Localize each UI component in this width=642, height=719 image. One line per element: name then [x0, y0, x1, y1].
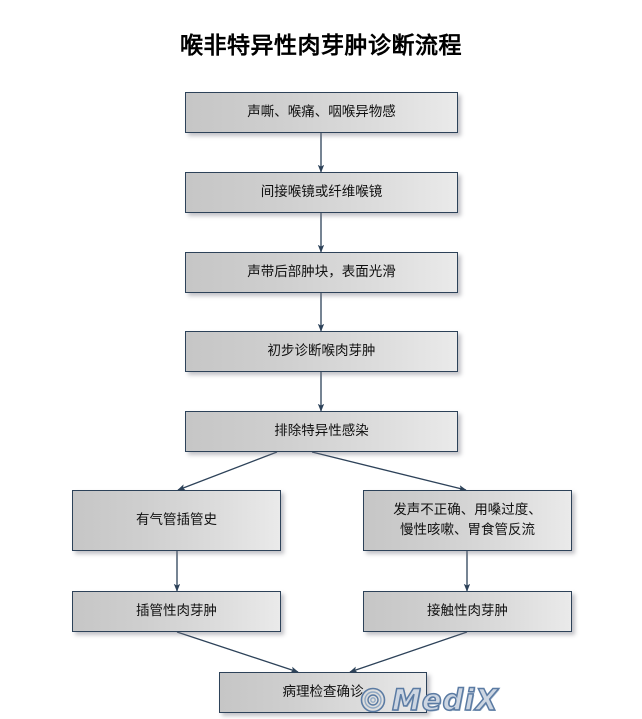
flow-node-label: 声嘶、喉痛、咽喉异物感: [247, 103, 396, 120]
flow-node-n8[interactable]: 插管性肉芽肿: [72, 591, 281, 632]
flow-node-n1[interactable]: 声嘶、喉痛、咽喉异物感: [185, 92, 458, 133]
flow-node-n6[interactable]: 有气管插管史: [72, 490, 281, 551]
flow-node-label: 声带后部肿块，表面光滑: [247, 263, 396, 280]
flow-node-label: 有气管插管史: [136, 511, 217, 528]
flow-node-n9[interactable]: 接触性肉芽肿: [363, 591, 572, 632]
edge-n5-to-n7: [311, 451, 467, 492]
flow-node-label: 病理检查确诊: [282, 683, 364, 700]
flow-node-label: 插管性肉芽肿: [136, 602, 217, 619]
flow-node-label: 间接喉镜或纤维喉镜: [260, 183, 383, 200]
flow-node-n4[interactable]: 初步诊断喉肉芽肿: [185, 331, 458, 372]
flow-node-label: 发声不正确、用嗓过度、 慢性咳嗽、胃食管反流: [393, 501, 542, 538]
page-title: 喉非特异性肉芽肿诊断流程: [180, 33, 462, 59]
flow-node-n10[interactable]: 病理检查确诊: [219, 672, 427, 713]
flow-node-n5[interactable]: 排除特异性感染: [185, 411, 458, 452]
edge-n8-to-n10: [176, 631, 299, 673]
edge-n5-to-n6: [177, 451, 278, 491]
edge-n9-to-n10: [349, 631, 468, 673]
flow-node-label: 初步诊断喉肉芽肿: [267, 342, 376, 359]
flow-node-label: 排除特异性感染: [274, 422, 369, 439]
flow-node-n3[interactable]: 声带后部肿块，表面光滑: [185, 252, 458, 293]
flow-node-n7[interactable]: 发声不正确、用嗓过度、 慢性咳嗽、胃食管反流: [363, 490, 572, 551]
flow-node-label: 接触性肉芽肿: [427, 602, 508, 619]
flow-node-n2[interactable]: 间接喉镜或纤维喉镜: [185, 172, 458, 213]
